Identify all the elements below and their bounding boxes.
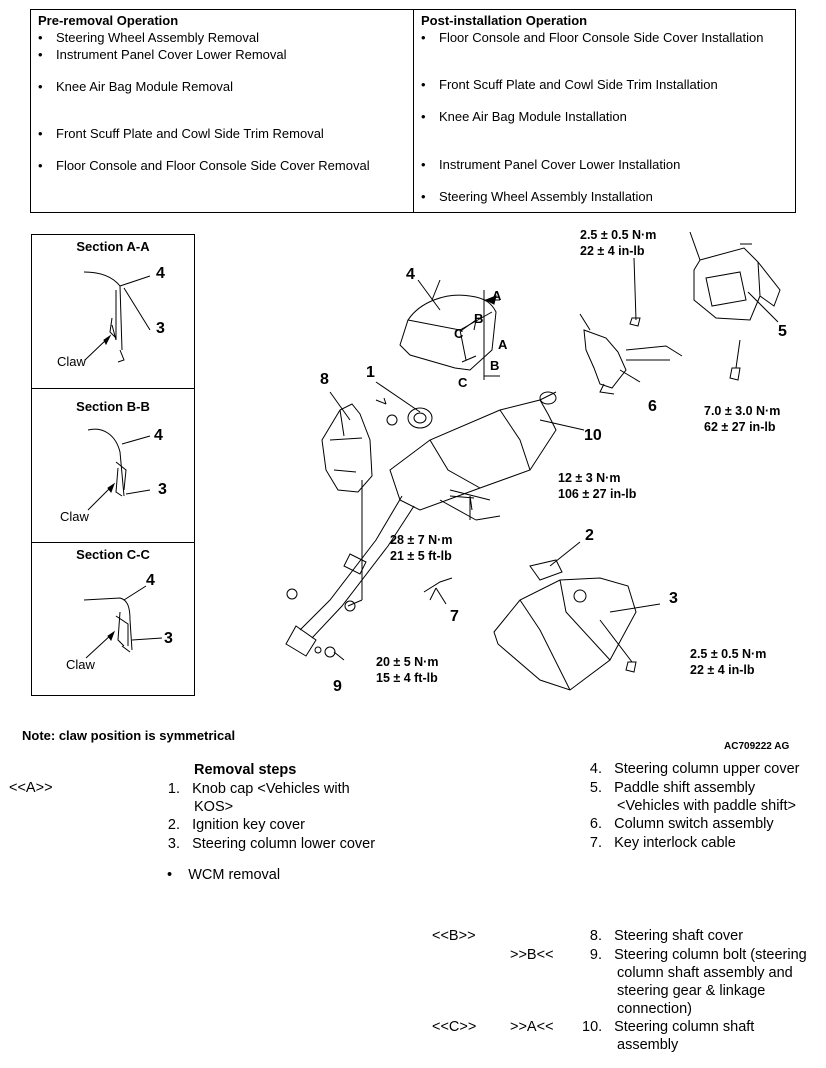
view-arrow-b-lower: B — [490, 358, 500, 373]
callout-9: 9 — [333, 678, 342, 695]
step-5-cont: <Vehicles with paddle shift> — [617, 798, 796, 814]
service-tag-b-install: >>B<< — [510, 947, 554, 963]
view-arrow-a-lower: A — [498, 337, 508, 352]
step-9-cont: column shaft assembly and — [617, 965, 793, 981]
section-b-label-3: 3 — [158, 481, 167, 498]
paddle-shift-part — [689, 231, 781, 381]
section-divider — [31, 542, 195, 543]
section-c-label-3: 3 — [164, 630, 173, 647]
callout-8: 8 — [320, 371, 329, 388]
post-installation-heading: Post-installation Operation — [421, 13, 588, 28]
service-tag-a-install: >>A<< — [510, 1019, 554, 1035]
callout-4: 4 — [406, 266, 415, 283]
section-c-label-4: 4 — [146, 572, 155, 589]
wcm-step: • WCM removal — [167, 867, 281, 883]
figure-id: AC709222 AG — [724, 741, 790, 752]
lower-cover-part — [493, 577, 637, 691]
step-2: 2. Ignition key cover — [167, 817, 305, 833]
section-panel — [31, 234, 195, 696]
view-arrow-b-upper: B — [474, 311, 484, 326]
step-9: 9. Steering column bolt (steering — [589, 947, 807, 963]
section-a-label-4: 4 — [156, 265, 165, 282]
section-c-sketch — [83, 585, 163, 659]
leader-5 — [747, 291, 779, 323]
step-1: 1. Knob cap <Vehicles with — [167, 781, 350, 797]
post-item: •Steering Wheel Assembly Installation — [421, 189, 653, 204]
section-b-claw-label: Claw — [60, 509, 89, 524]
steering-column-part — [389, 391, 557, 521]
view-arrow-c-upper: C — [454, 326, 464, 341]
column-bolt-part — [314, 646, 345, 661]
leader-7 — [435, 587, 447, 605]
section-a-label-3: 3 — [156, 320, 165, 337]
step-3: 3. Steering column lower cover — [167, 836, 376, 852]
view-arrow-a-upper: A — [492, 288, 502, 303]
step-10: 10. Steering column shaft — [582, 1019, 755, 1035]
service-tag-a: <<A>> — [9, 780, 53, 796]
column-switch-part — [579, 257, 683, 395]
step-5: 5. Paddle shift assembly — [589, 780, 756, 796]
step-9-cont: connection) — [617, 1001, 692, 1017]
upper-cover-part — [399, 279, 500, 380]
service-tag-b: <<B>> — [432, 928, 476, 944]
view-arrow-c-lower: C — [458, 375, 468, 390]
section-b-sketch — [87, 428, 151, 511]
callout-7: 7 — [450, 608, 459, 625]
claw-note: Note: claw position is symmetrical — [22, 728, 236, 743]
step-9-cont: steering gear & linkage — [617, 983, 766, 999]
post-item: •Floor Console and Floor Console Side Co… — [421, 30, 764, 45]
intermediate-shaft-part — [285, 480, 415, 657]
step-10-cont: assembly — [617, 1037, 679, 1053]
step-6: 6. Column switch assembly — [589, 816, 774, 832]
section-b-title: Section B-B — [76, 399, 150, 414]
pre-item: •Knee Air Bag Module Removal — [38, 79, 234, 94]
bolt-28nm — [449, 495, 475, 520]
callout-6: 6 — [648, 398, 657, 415]
callout-1: 1 — [366, 364, 375, 381]
knob-cap-part — [375, 397, 433, 429]
leader-2 — [549, 541, 581, 567]
post-item: •Instrument Panel Cover Lower Installati… — [421, 157, 681, 172]
shaft-cover-part — [321, 403, 398, 493]
step-7: 7. Key interlock cable — [589, 835, 736, 851]
callout-3: 3 — [669, 590, 678, 607]
section-a-sketch — [83, 271, 151, 363]
pre-item: •Steering Wheel Assembly Removal — [38, 30, 260, 45]
leader-8 — [329, 391, 351, 421]
leader-10 — [539, 419, 585, 431]
post-item: •Knee Air Bag Module Installation — [421, 109, 627, 124]
pre-item: •Front Scuff Plate and Cowl Side Trim Re… — [38, 126, 324, 141]
section-c-title: Section C-C — [76, 547, 150, 562]
leader-1 — [375, 381, 421, 413]
removal-steps-title: Removal steps — [194, 762, 297, 778]
leader-6 — [619, 369, 641, 383]
table-divider — [413, 9, 414, 213]
key-cover-part — [529, 559, 563, 581]
post-item: •Front Scuff Plate and Cowl Side Trim In… — [421, 77, 718, 92]
interlock-cable-part — [423, 577, 453, 601]
step-4: 4. Steering column upper cover — [589, 761, 800, 777]
pre-removal-heading: Pre-removal Operation — [38, 13, 179, 28]
callout-10: 10 — [584, 427, 602, 444]
section-divider — [31, 388, 195, 389]
leader-4 — [417, 279, 441, 311]
step-1-cont: KOS> — [194, 799, 234, 815]
callout-2: 2 — [585, 527, 594, 544]
section-b-label-4: 4 — [154, 427, 163, 444]
pre-item: •Floor Console and Floor Console Side Co… — [38, 158, 370, 173]
section-c-claw-label: Claw — [66, 657, 95, 672]
section-a-title: Section A-A — [76, 239, 150, 254]
step-8: 8. Steering shaft cover — [589, 928, 744, 944]
section-a-claw-label: Claw — [57, 354, 86, 369]
callout-5: 5 — [778, 323, 787, 340]
pre-item: •Instrument Panel Cover Lower Removal — [38, 47, 287, 62]
service-tag-c: <<C>> — [432, 1019, 477, 1035]
